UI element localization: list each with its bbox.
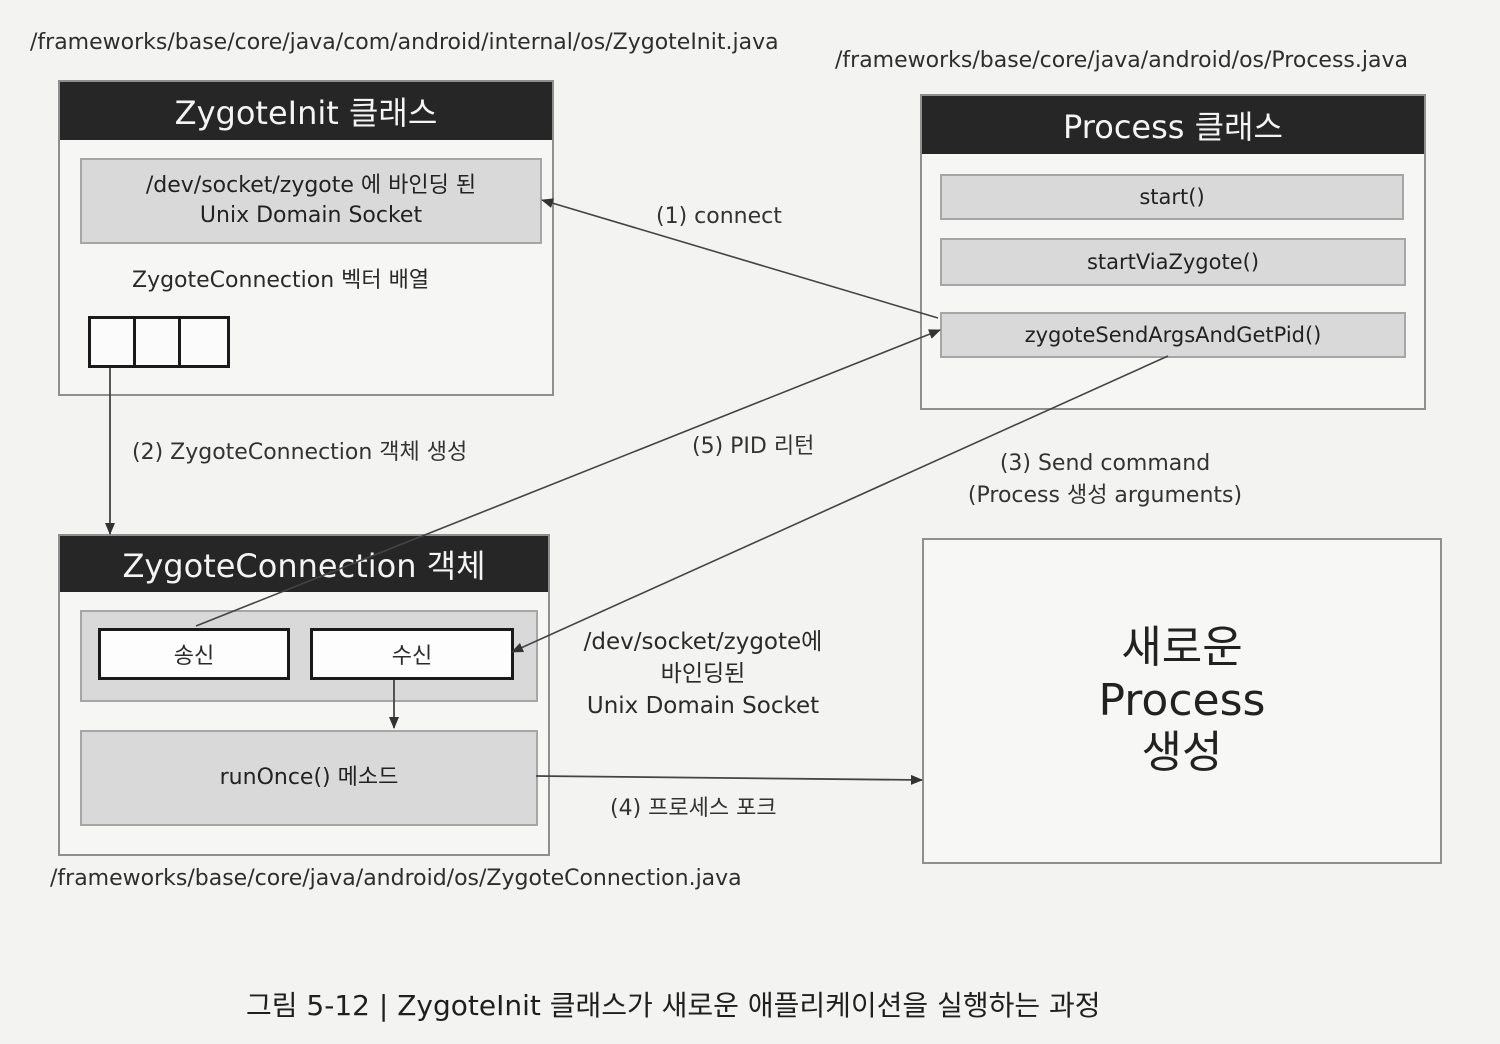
fork-label: (4) 프로세스 포크 bbox=[610, 796, 777, 821]
connect-arrow bbox=[541, 198, 939, 319]
create-connection-label: (2) ZygoteConnection 객체 생성 bbox=[132, 440, 468, 465]
run-once-method: runOnce() 메소드 bbox=[80, 730, 538, 826]
method-start-via-zygote: startViaZygote() bbox=[940, 238, 1406, 286]
send-socket: 송신 bbox=[98, 628, 290, 680]
socket-label: /dev/socket/zygote에 바인딩된 Unix Domain Soc… bbox=[572, 626, 834, 723]
send-command-line1: (3) Send command bbox=[999, 451, 1211, 476]
new-process-line1: 새로운 bbox=[1121, 621, 1243, 673]
socket-label-line1: /dev/socket/zygote에 bbox=[583, 629, 823, 655]
process-class-box: Process 클래스 start() startViaZygote() zyg… bbox=[920, 94, 1426, 410]
method-start: start() bbox=[940, 174, 1404, 220]
zygote-init-socket-line2: Unix Domain Socket bbox=[199, 203, 423, 228]
new-process-line3: 생성 bbox=[1141, 727, 1223, 779]
zygote-init-title: ZygoteInit 클래스 bbox=[60, 82, 552, 140]
fork-arrow bbox=[535, 774, 923, 785]
socket-label-line2: 바인딩된 bbox=[660, 661, 746, 688]
zygote-init-path: /frameworks/base/core/java/com/android/i… bbox=[30, 30, 779, 55]
send-command-label: (3) Send command (Process 생성 arguments) bbox=[940, 448, 1270, 512]
zygote-connection-vector-label: ZygoteConnection 벡터 배열 bbox=[132, 268, 430, 293]
zygote-init-class-box: ZygoteInit 클래스 /dev/socket/zygote 에 바인딩 … bbox=[58, 80, 554, 396]
send-command-line2: (Process 생성 arguments) bbox=[967, 482, 1243, 508]
zygote-init-socket-line1: /dev/socket/zygote 에 바인딩 된 bbox=[145, 173, 477, 199]
socket-label-line3: Unix Domain Socket bbox=[586, 693, 820, 720]
send-command-arrow bbox=[511, 355, 1169, 653]
pid-return-arrow bbox=[195, 329, 941, 627]
new-process-box: 새로운 Process 생성 bbox=[922, 538, 1442, 864]
method-zygote-send-args: zygoteSendArgsAndGetPid() bbox=[940, 312, 1406, 358]
process-path: /frameworks/base/core/java/android/os/Pr… bbox=[835, 48, 1408, 73]
vector-cell-3 bbox=[178, 316, 230, 368]
zygote-init-socket: /dev/socket/zygote 에 바인딩 된 Unix Domain S… bbox=[80, 158, 542, 244]
process-title: Process 클래스 bbox=[922, 96, 1424, 154]
receive-socket: 수신 bbox=[310, 628, 514, 680]
vector-cell-1 bbox=[88, 316, 136, 368]
figure-caption: 그림 5-12 | ZygoteInit 클래스가 새로운 애플리케이션을 실행… bbox=[246, 989, 1101, 1022]
pid-return-label: (5) PID 리턴 bbox=[692, 434, 815, 459]
zygote-connection-path: /frameworks/base/core/java/android/os/Zy… bbox=[50, 866, 742, 891]
connect-label: (1) connect bbox=[656, 204, 782, 229]
vector-cell-2 bbox=[133, 316, 181, 368]
new-process-line2: Process bbox=[1098, 674, 1266, 726]
